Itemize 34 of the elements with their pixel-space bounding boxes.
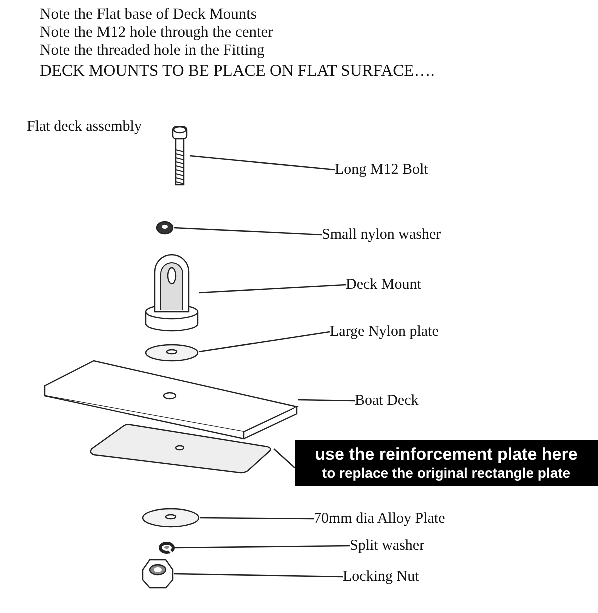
leader-line — [274, 448, 296, 468]
part-label: Split washer — [350, 537, 425, 555]
lock-nut-drawing — [142, 558, 174, 590]
leader-line — [200, 517, 314, 520]
note-text: Note the Flat base of Deck Mounts — [40, 6, 257, 24]
leader-line — [198, 331, 330, 353]
callout-panel — [295, 440, 598, 486]
washer-drawing — [156, 221, 174, 235]
part-label: 70mm dia Alloy Plate — [314, 510, 446, 528]
leader-line — [175, 545, 350, 549]
boat-deck-drawing — [44, 360, 298, 440]
part-label: Small nylon washer — [322, 226, 442, 244]
part-label: Large Nylon plate — [330, 323, 439, 341]
part-label: Long M12 Bolt — [335, 161, 428, 179]
assembly-heading: Flat deck assembly — [27, 118, 142, 136]
leader-line — [190, 155, 336, 171]
note-text: Note the M12 hole through the center — [40, 24, 274, 42]
bolt-drawing — [170, 126, 190, 186]
reinforcement-plate-drawing — [88, 423, 274, 475]
leader-line — [198, 284, 346, 294]
leader-line — [298, 399, 356, 402]
note-text: DECK MOUNTS TO BE PLACE ON FLAT SURFACE…. — [40, 62, 435, 80]
callout-note: to replace the original rectangle plate — [321, 465, 572, 481]
part-label: Deck Mount — [346, 276, 422, 294]
part-label: Locking Nut — [343, 568, 420, 586]
part-label: Boat Deck — [355, 392, 419, 410]
leader-line — [174, 227, 322, 236]
split-washer-drawing — [159, 542, 175, 554]
deck-mount-drawing — [145, 254, 199, 332]
nylon-plate-drawing — [145, 342, 199, 362]
leader-line — [174, 573, 344, 578]
note-text: Note the threaded hole in the Fitting — [40, 42, 265, 60]
alloy-plate-drawing — [142, 507, 200, 529]
callout-heading: use the reinforcement plate here — [314, 445, 579, 465]
